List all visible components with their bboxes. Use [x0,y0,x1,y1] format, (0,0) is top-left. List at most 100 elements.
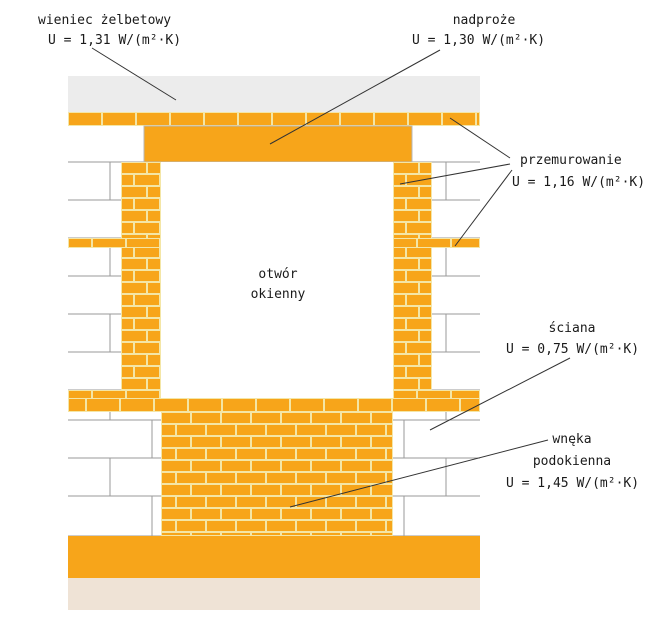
leader-przemurowanie-2 [399,163,511,185]
brick [223,399,255,411]
brick [252,533,280,535]
bottom-beam [68,536,480,578]
brick [394,175,405,185]
brick [394,211,418,221]
brick [267,425,295,435]
leader-przemurowanie-3 [454,169,513,247]
brick [135,223,159,233]
brick [297,449,325,459]
brick [394,391,416,399]
leader-wieniec [91,47,177,101]
brick [69,399,85,411]
brick [127,239,159,247]
brick [162,509,190,519]
brick [357,425,385,435]
brick [192,413,220,423]
label-sciana-name: ściana [549,321,596,336]
brick [394,239,416,247]
brick [148,163,160,173]
label-nadproze-name: nadproże [453,13,516,28]
brick [394,223,405,233]
brick [205,113,237,125]
brick [387,449,392,459]
brick [342,413,370,423]
brick [394,319,405,329]
brick [394,247,405,257]
brick-bands [68,238,480,400]
brick [122,355,146,365]
ground-strip [68,578,480,610]
brick [407,199,431,209]
leader-sciana [429,357,571,431]
brick [342,437,370,447]
brick [420,331,431,341]
brick [342,461,370,471]
brick [443,113,475,125]
brick [407,223,431,233]
brick [122,295,133,305]
brick [312,533,340,535]
leader-nadproze [269,49,441,145]
brick [135,367,159,377]
brick [162,485,190,495]
brick [297,521,325,531]
brick [312,461,340,471]
brick [148,211,160,221]
brick [342,509,370,519]
brick [267,521,295,531]
brick [207,497,235,507]
brick [394,163,418,173]
brick [162,425,175,435]
brick [407,175,431,185]
brick [122,187,146,197]
brick [177,521,205,531]
brick [273,113,305,125]
brick [372,437,392,447]
brick [135,295,159,305]
brick [122,199,133,209]
brick [189,399,221,411]
brick [407,367,431,377]
concrete-top [68,76,480,112]
brick [87,399,119,411]
brick [477,113,479,125]
brick [69,391,91,399]
label-wneka-u: U = 1,45 W/(m²·K) [506,476,639,491]
brick [122,259,146,269]
brick [122,283,146,293]
brick [127,391,159,399]
brick [407,343,431,353]
right-brick-jamb [393,162,432,398]
brick [192,533,220,535]
brick [394,367,405,377]
brick [282,413,310,423]
brick [372,461,392,471]
brick [387,473,392,483]
brick [452,239,479,247]
brick [394,307,418,317]
brick [375,113,407,125]
top-brick-course [68,112,480,126]
brick [148,331,160,341]
brick [372,509,392,519]
brick [357,497,385,507]
brick [148,259,160,269]
leader-wneka [289,439,549,508]
brick [177,425,205,435]
brick [394,259,418,269]
brick [162,497,175,507]
brick [418,239,450,247]
brick [135,343,159,353]
brick [148,187,160,197]
label-wieniec-name: wieniec żelbetowy [38,13,171,28]
brick [357,449,385,459]
brick [162,473,175,483]
label-wneka-line1: wnęka [552,432,591,447]
brick [394,199,405,209]
brick [312,413,340,423]
brick [177,449,205,459]
brick [177,497,205,507]
brick [393,399,425,411]
brick [282,461,310,471]
